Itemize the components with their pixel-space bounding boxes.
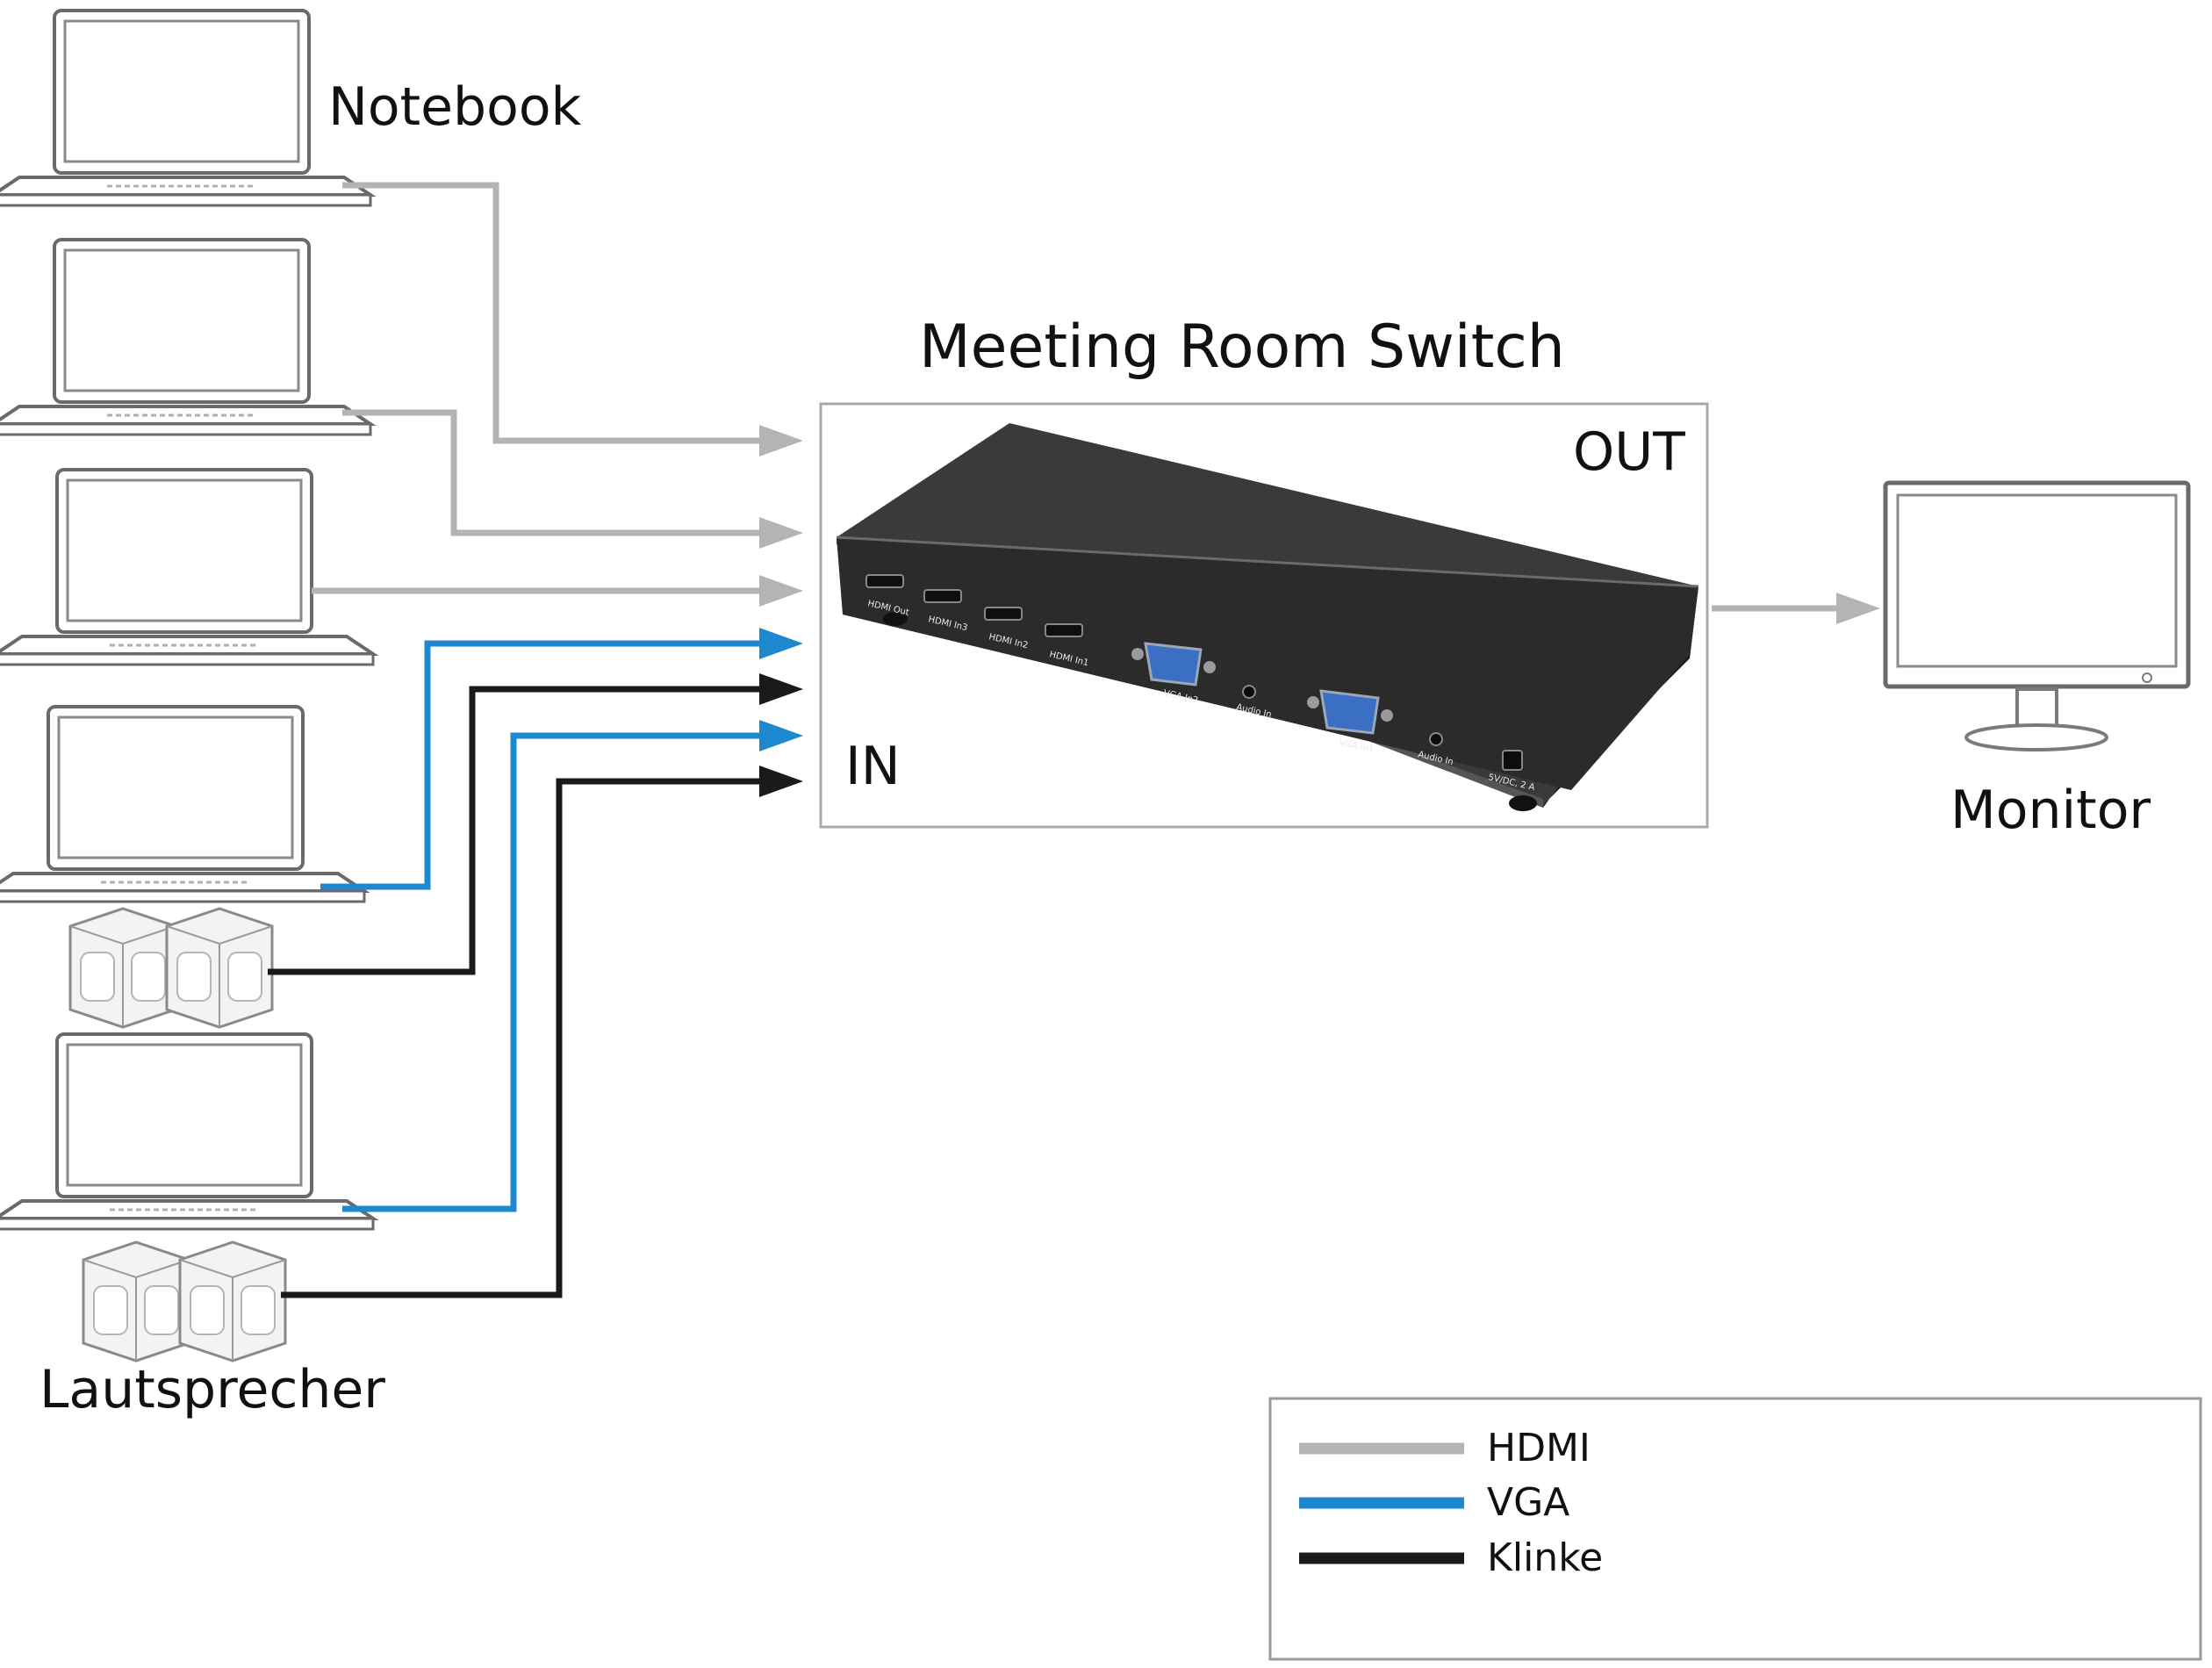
speaker-pair-icon-1 (68, 907, 274, 1029)
vga-cable-2 (342, 720, 803, 1212)
legend-item-vga: VGA (1299, 1480, 1569, 1525)
port-vga-in1 (1307, 689, 1393, 735)
port-hdmi-in3 (923, 589, 962, 603)
laptop-icon-3 (0, 468, 375, 666)
laptop-icon-2 (0, 238, 372, 436)
hdmi-output-cable (1712, 593, 1880, 624)
monitor-icon (1883, 480, 2191, 751)
laptop-icon-1 (0, 9, 372, 207)
in-label: IN (845, 736, 901, 797)
port-audio-in-2 (1429, 732, 1443, 746)
port-hdmi-out (865, 574, 904, 588)
klinke-cable-2 (281, 766, 803, 1298)
hdmi-cable-1 (342, 182, 803, 457)
port-vga-in2 (1131, 642, 1216, 687)
monitor-label: Monitor (1950, 780, 2151, 841)
legend-item-hdmi: HDMI (1299, 1426, 1591, 1470)
port-power (1502, 750, 1523, 771)
diagram-title: Meeting Room Switch (919, 313, 1565, 382)
port-hdmi-in2 (984, 607, 1023, 621)
legend: HDMI VGA Klinke (1268, 1397, 2202, 1661)
laptop-icon-5 (0, 1032, 375, 1231)
switch-frame (819, 402, 1709, 829)
legend-label-vga: VGA (1487, 1480, 1569, 1525)
legend-label-klinke: Klinke (1487, 1535, 1603, 1580)
out-label: OUT (1573, 421, 1685, 483)
notebook-label: Notebook (328, 76, 582, 138)
port-hdmi-in1 (1045, 623, 1083, 637)
port-audio-in-1 (1242, 685, 1256, 699)
klinke-cable-1 (268, 673, 803, 975)
hdmi-cable-2 (342, 409, 803, 549)
laptop-icon-4 (0, 705, 366, 903)
vga-cable-1 (320, 628, 803, 890)
legend-frame (1268, 1397, 2202, 1661)
switch-device: HDMI Out HDMI In3 HDMI In2 HDMI In1 VGA … (836, 423, 1699, 811)
hdmi-cable-3 (312, 575, 803, 607)
speaker-pair-icon-2 (82, 1240, 287, 1362)
legend-item-klinke: Klinke (1299, 1535, 1603, 1580)
legend-label-hdmi: HDMI (1487, 1426, 1591, 1470)
lautsprecher-label: Lautsprecher (40, 1359, 385, 1420)
